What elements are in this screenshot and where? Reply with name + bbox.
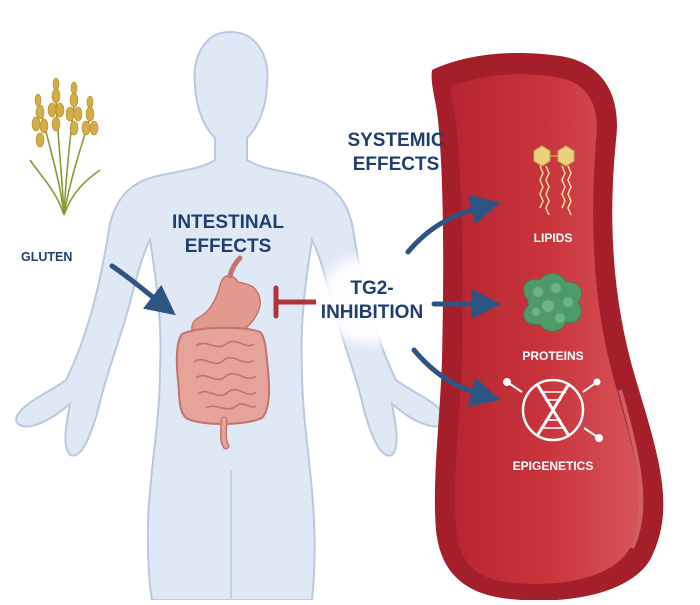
wheat-icon [29, 77, 101, 216]
systemic-effects-label-line2: EFFECTS [352, 154, 440, 175]
lipid-icon [533, 145, 575, 216]
arrow-to-lipids [405, 194, 501, 255]
systemic-effects-label-line1: SYSTEMIC [347, 130, 445, 151]
proteins-label: PROTEINS [522, 349, 584, 363]
tg2-inhibition-label-line2: INHIBITION [320, 302, 424, 323]
arrow-to-epigenetics [411, 347, 501, 407]
protein-icon [523, 273, 582, 332]
tg2-inhibition-label-line1: TG2- [350, 278, 394, 299]
intestine-icon [175, 326, 271, 450]
dna-icon [503, 378, 603, 442]
arrow-gluten-to-gut [109, 263, 176, 316]
lipids-label: LIPIDS [533, 231, 573, 245]
epigenetics-label: EPIGENETICS [512, 459, 594, 473]
intestinal-effects-label-line2: EFFECTS [184, 236, 272, 257]
gluten-label: GLUTEN [21, 250, 73, 264]
tg2-glow [308, 248, 436, 352]
inhibitor-icon [273, 285, 316, 319]
arrows [109, 194, 501, 407]
intestinal-effects-label-line1: INTESTINAL [172, 212, 284, 233]
